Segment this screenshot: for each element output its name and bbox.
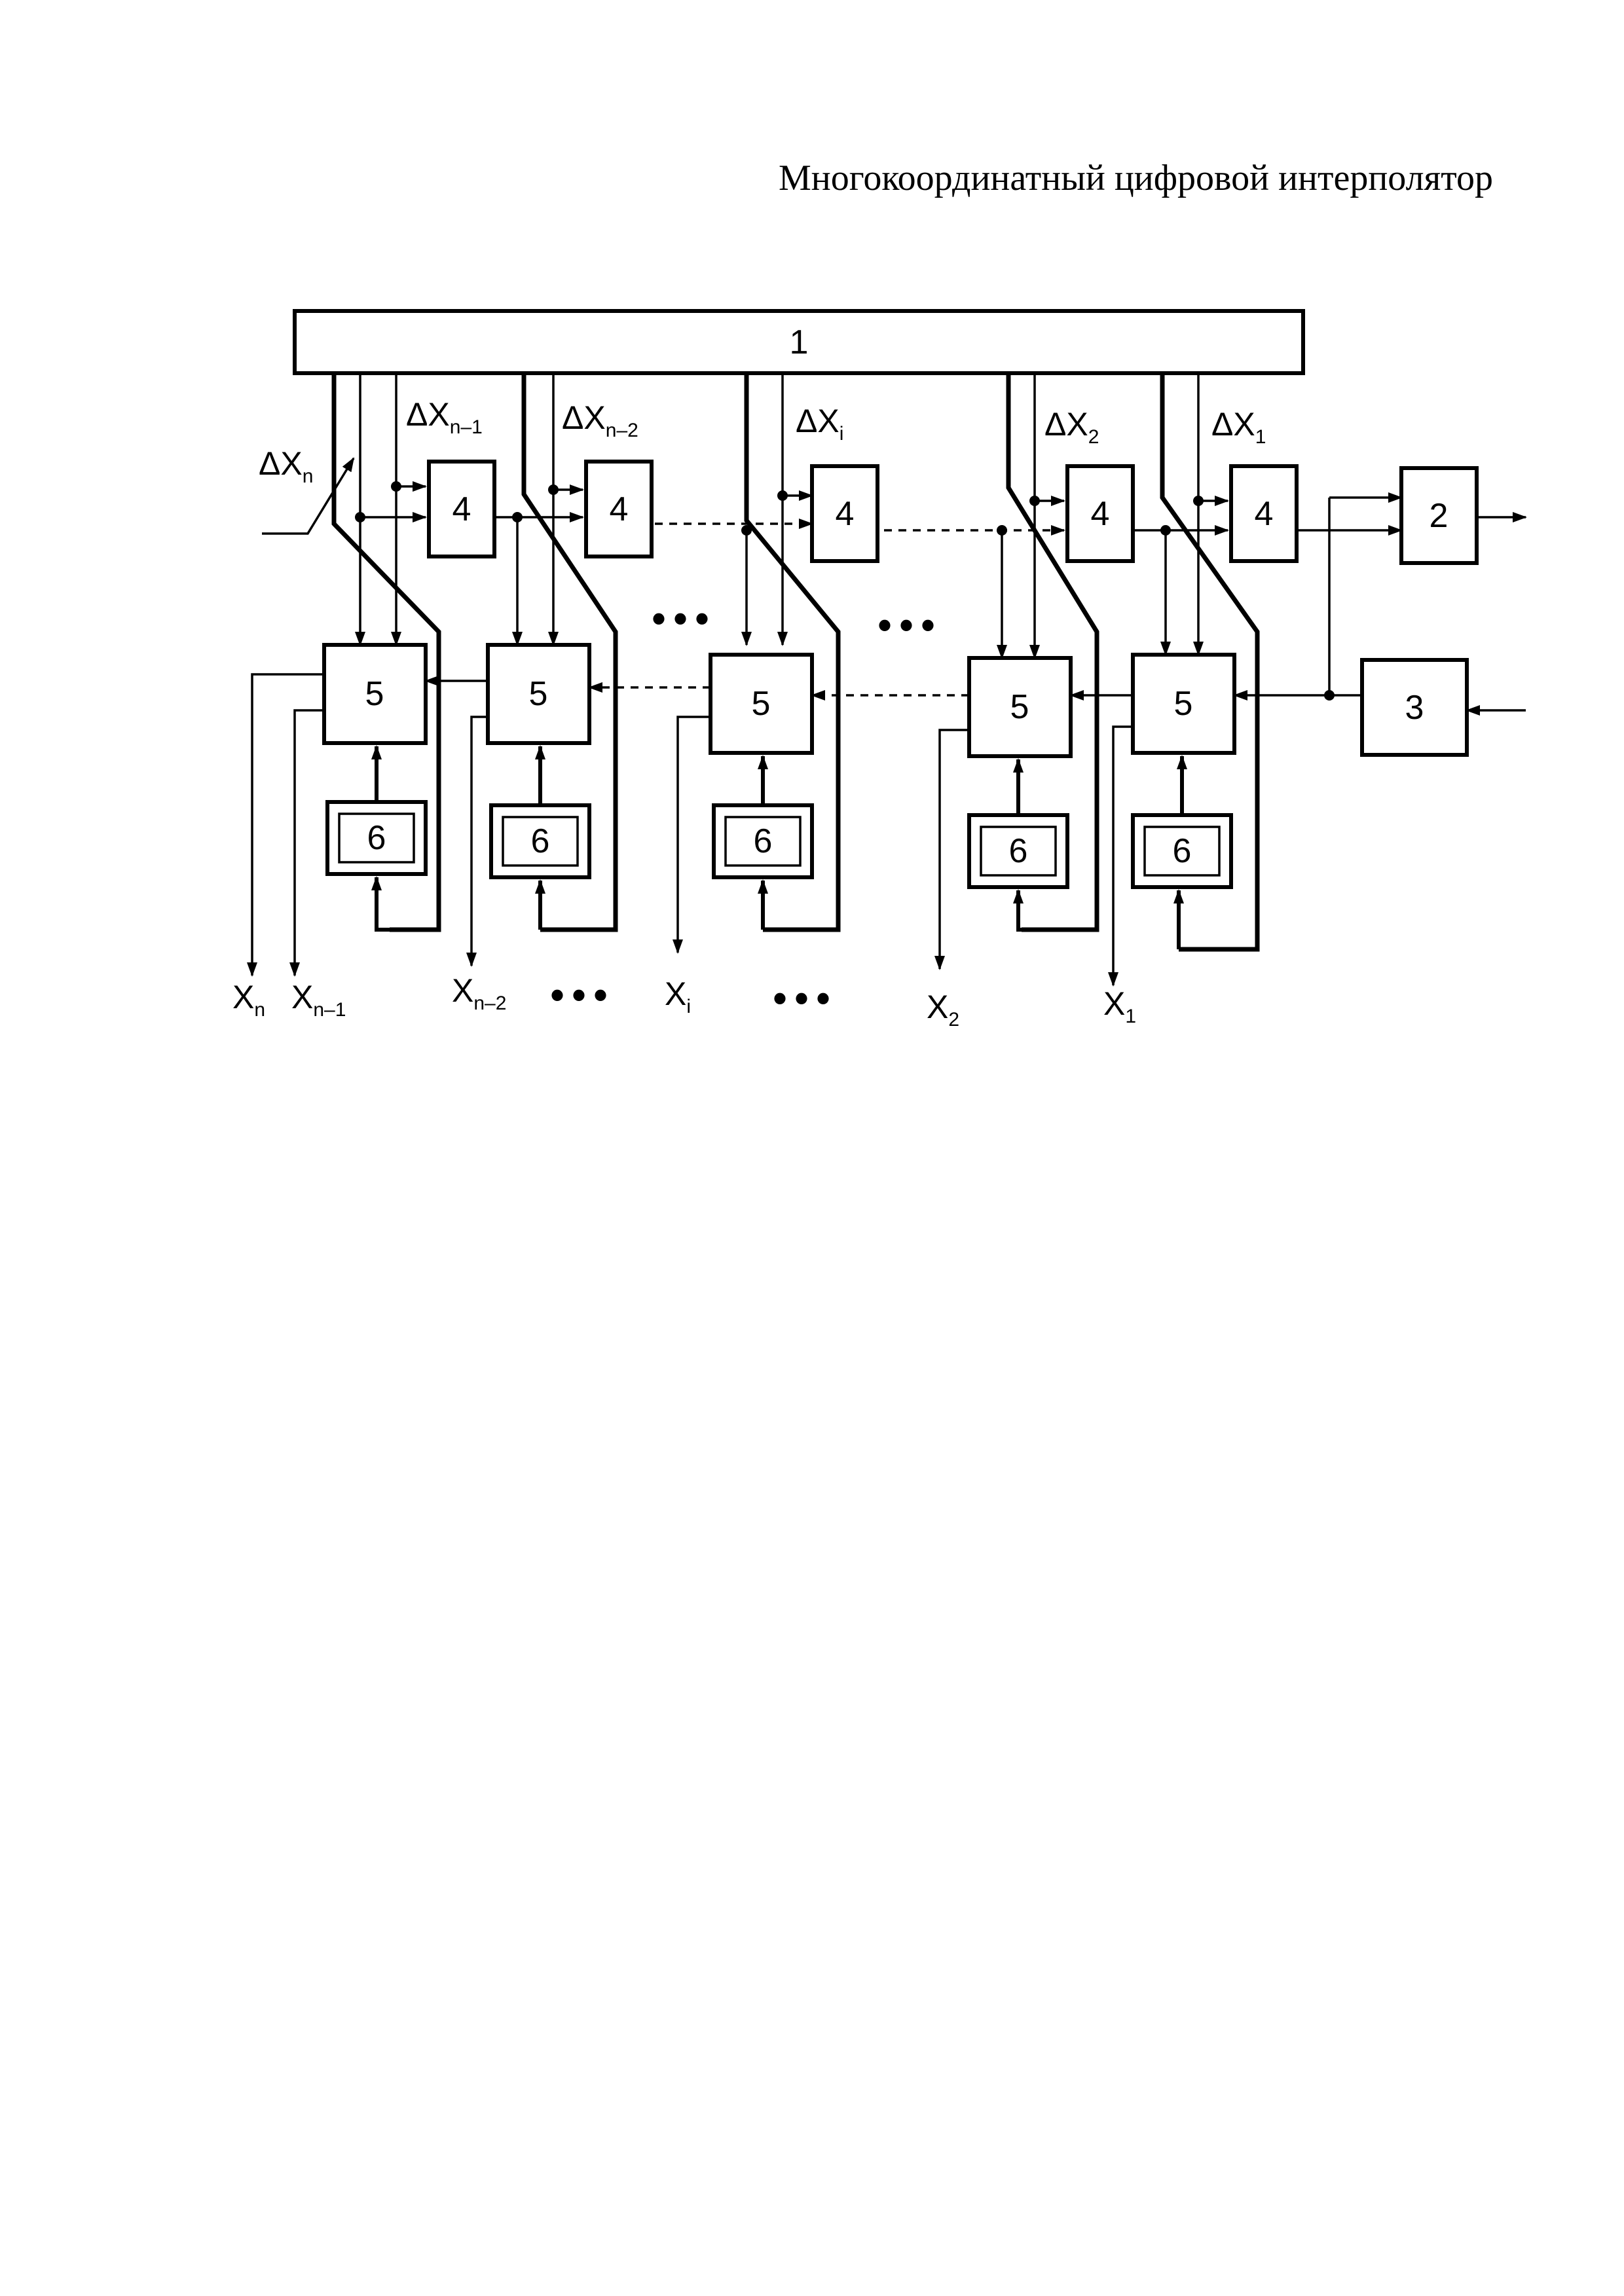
block-4-label: 4 xyxy=(836,495,855,533)
block-5-label: 5 xyxy=(1010,688,1029,726)
arrows-6-to-5 xyxy=(371,745,1187,815)
chain-lines xyxy=(424,676,1133,701)
label-delta-x2: ΔX2 xyxy=(1044,406,1099,448)
block-6-label: 6 xyxy=(1009,832,1028,870)
block-6-i: 6 xyxy=(712,803,814,879)
block-4-n: 4 xyxy=(427,460,496,558)
blocks-4: 4 4 4 4 4 xyxy=(427,460,1299,563)
block-6-1: 6 xyxy=(1131,813,1233,889)
block-4-label: 4 xyxy=(1255,495,1274,533)
label-delta-xn: ΔXn xyxy=(259,445,313,487)
figure-title: Многокоординатный цифровой интерполятор xyxy=(778,158,1493,198)
label-delta-xn2: ΔXn–2 xyxy=(562,399,638,441)
data-buses xyxy=(331,373,1260,952)
arrows-bus-to-6 xyxy=(371,876,1184,949)
block-6-2: 6 xyxy=(967,813,1069,889)
label-x1: X1 xyxy=(1103,985,1136,1027)
block-6-label: 6 xyxy=(1173,832,1192,870)
block-4-1: 4 xyxy=(1229,464,1299,563)
block-6-n2: 6 xyxy=(489,803,591,879)
block-1: 1 xyxy=(293,309,1305,375)
block-5-n2: 5 xyxy=(486,643,591,745)
block-3-label: 3 xyxy=(1405,689,1424,727)
output-lines xyxy=(247,673,1133,987)
block-6-label: 6 xyxy=(754,822,773,860)
block-4-i: 4 xyxy=(810,464,879,563)
block-5-1: 5 xyxy=(1131,653,1236,755)
label-xn1: Xn–1 xyxy=(291,979,346,1021)
blocks-5: 5 5 5 5 5 xyxy=(322,643,1236,758)
block-5-i: 5 xyxy=(709,653,814,755)
label-xn: Xn xyxy=(232,979,265,1021)
blocks-6: 6 6 6 6 6 xyxy=(325,800,1233,889)
label-x2: X2 xyxy=(927,989,959,1030)
block-1-label: 1 xyxy=(790,323,809,361)
block-5-label: 5 xyxy=(752,685,771,723)
block-6-label: 6 xyxy=(367,819,386,857)
label-xn2: Xn–2 xyxy=(452,972,506,1014)
label-delta-xn1: ΔXn–1 xyxy=(406,396,483,438)
block-5-label: 5 xyxy=(529,675,548,713)
signal-lines xyxy=(262,373,1229,659)
block-4-label: 4 xyxy=(452,490,471,528)
block-5-n: 5 xyxy=(322,643,428,745)
ellipsis-top-right: ••• xyxy=(877,603,942,647)
block-4-label: 4 xyxy=(1091,495,1110,533)
label-delta-x1: ΔX1 xyxy=(1211,406,1266,448)
block-6-n: 6 xyxy=(325,800,428,876)
block-4-label: 4 xyxy=(610,490,629,528)
block-4-n2: 4 xyxy=(584,460,654,558)
block-5-label: 5 xyxy=(1174,685,1193,723)
block-6-label: 6 xyxy=(531,822,550,860)
block-5-label: 5 xyxy=(365,675,384,713)
ellipsis-bottom-left: ••• xyxy=(550,973,615,1017)
block-2-label: 2 xyxy=(1430,497,1449,535)
block-2: 2 xyxy=(1399,466,1479,565)
block-3: 3 xyxy=(1360,658,1469,757)
label-xi: Xi xyxy=(665,975,691,1017)
block-4-2: 4 xyxy=(1065,464,1135,563)
junction-dots xyxy=(355,481,1335,701)
ellipsis-bottom-right: ••• xyxy=(773,976,838,1020)
label-delta-xi: ΔXi xyxy=(796,403,843,445)
block-5-2: 5 xyxy=(967,656,1073,758)
ellipsis-top-left: ••• xyxy=(652,596,716,640)
